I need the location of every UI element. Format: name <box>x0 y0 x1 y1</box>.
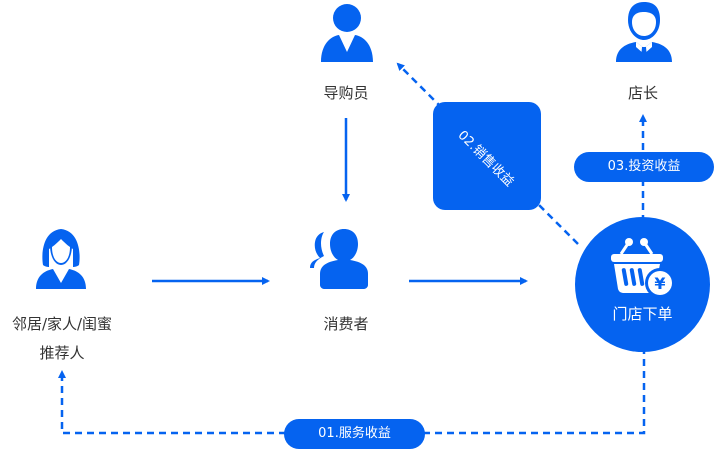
service-benefit-badge: 01.服务收益 <box>284 419 425 449</box>
svg-text:¥: ¥ <box>654 274 665 293</box>
node-label-store-manager: 店长 <box>627 84 658 102</box>
investment-benefit-badge: 03.投资收益 <box>574 152 714 182</box>
node-label-referrer-line1: 邻居/家人/闺蜜 <box>11 315 113 333</box>
salesman-icon <box>321 4 373 62</box>
shopping-basket-yuan-icon: ¥ <box>611 238 675 298</box>
node-label-consumer: 消费者 <box>323 315 369 333</box>
node-label-referrer-line2: 推荐人 <box>39 344 85 362</box>
manager-icon <box>616 2 672 62</box>
node-label-shopping-guide: 导购员 <box>323 84 369 102</box>
dashed-order-to-guide <box>396 62 579 245</box>
sales-benefit-badge: 02.销售收益 <box>433 102 541 210</box>
store-order-label: 门店下单 <box>612 305 673 323</box>
store-order-node: ¥ 门店下单 <box>575 217 710 352</box>
users-icon <box>310 229 368 289</box>
sales-benefit-label: 02.销售收益 <box>454 127 517 190</box>
woman-icon <box>36 229 86 289</box>
